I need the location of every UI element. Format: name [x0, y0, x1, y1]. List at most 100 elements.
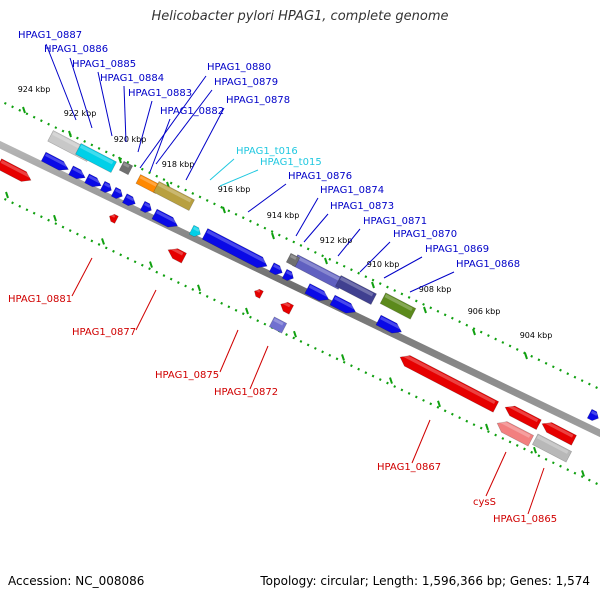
gene-features [0, 130, 599, 463]
leader-line [411, 419, 431, 464]
gene-label-forward: HPAG1_0871 [363, 216, 427, 227]
leader-line [219, 169, 259, 187]
leader-line [123, 85, 127, 143]
forward-gene-block [586, 408, 599, 421]
leader-line [383, 256, 423, 279]
gene-block [118, 160, 134, 176]
gene-label-forward: HPAG1_0876 [288, 171, 352, 182]
gene-label-reverse: HPAG1_0875 [155, 370, 219, 381]
gene-block [153, 181, 195, 211]
trna-block [75, 143, 117, 173]
reverse-gene-block [504, 403, 542, 431]
gene-label-forward: HPAG1_0880 [207, 62, 271, 73]
kbp-label: 922 kbp [64, 109, 97, 118]
gene-label-forward: HPAG1_0883 [128, 88, 192, 99]
reverse-gene-block [254, 288, 264, 299]
gene-label-forward: HPAG1_0887 [18, 30, 82, 41]
gene-label-reverse: HPAG1_0865 [493, 514, 557, 525]
ruler-tick [197, 284, 201, 292]
gene-label-forward: HPAG1_0879 [214, 77, 278, 88]
forward-gene-block [201, 228, 268, 269]
kbp-label: 904 kbp [520, 331, 553, 340]
kbp-label: 906 kbp [468, 307, 501, 316]
gene-labels: HPAG1_0887HPAG1_0886HPAG1_0885HPAG1_0884… [8, 30, 557, 525]
reverse-gene-block [280, 301, 295, 315]
leader-line [247, 183, 287, 213]
kbp-tick [524, 352, 528, 360]
leader-line [303, 213, 329, 243]
reverse-gene-block [109, 213, 119, 224]
reverse-gene-block [541, 420, 577, 446]
kbp-tick [371, 281, 375, 289]
ruler-tick [389, 377, 393, 384]
leader-line [149, 118, 171, 173]
leader-line [139, 75, 207, 169]
pseudogene-block [531, 433, 573, 463]
leader-line [155, 89, 213, 165]
genome-backbone [0, 140, 600, 438]
reverse-gene-block [496, 419, 535, 447]
forward-gene-block [110, 186, 123, 199]
ruler-tick [581, 470, 585, 477]
reverse-gene-block [399, 353, 500, 413]
leader-line [295, 197, 319, 237]
forward-gene-block [151, 208, 179, 228]
kbp-tick [22, 106, 26, 114]
gene-block [135, 174, 161, 194]
kbp-label: 916 kbp [218, 185, 251, 194]
leader-line [485, 451, 507, 497]
ruler-tick [293, 330, 297, 338]
kbp-tick [472, 328, 476, 336]
forward-gene-block [375, 314, 403, 334]
kbp-tick [324, 257, 328, 265]
gene-block [268, 316, 288, 334]
ruler-tick [485, 423, 489, 431]
gene-label-reverse: HPAG1_0877 [72, 327, 136, 338]
gene-block [379, 292, 417, 320]
forward-gene-block [40, 151, 69, 171]
reverse-gene-block [0, 158, 32, 182]
kbp-label: 912 kbp [320, 236, 353, 245]
forward-gene-block [329, 294, 357, 314]
leader-line [71, 257, 93, 297]
leader-line [135, 289, 157, 331]
forward-gene-block [304, 283, 330, 302]
reverse-gene-block [167, 246, 187, 264]
kbp-tick [68, 130, 72, 138]
leader-line [45, 43, 77, 121]
forward-gene-block [281, 268, 294, 281]
kbp-label: 924 kbp [18, 85, 51, 94]
kbp-tick [222, 206, 226, 214]
gene-block [291, 254, 345, 290]
gene-label-forward: HPAG1_0885 [72, 59, 136, 70]
backbone-line [0, 140, 600, 438]
gene-label-forward: HPAG1_0873 [330, 201, 394, 212]
gene-label-reverse: cysS [473, 497, 496, 508]
kbp-label: 910 kbp [367, 260, 400, 269]
kbp-label: 914 kbp [267, 211, 300, 220]
kbp-tick [271, 232, 275, 240]
forward-gene-block [99, 180, 112, 193]
trna-label: HPAG1_t016 [236, 146, 298, 157]
trna-label: HPAG1_t015 [260, 157, 322, 168]
leader-line [137, 100, 153, 153]
ruler-tick [101, 238, 105, 245]
genome-title: Helicobacter pylori HPAG1, complete geno… [151, 9, 449, 24]
gene-block [285, 252, 301, 268]
leader-line [409, 271, 455, 293]
label-leaders [45, 43, 545, 515]
gene-block [335, 275, 377, 305]
gene-label-forward: HPAG1_0869 [425, 244, 489, 255]
ruler-tick [245, 307, 249, 315]
kbp-label: 918 kbp [162, 160, 195, 169]
kbp-label: 920 kbp [114, 135, 147, 144]
leader-line [209, 158, 235, 181]
gene-label-forward: HPAG1_0884 [100, 73, 164, 84]
leader-line [249, 345, 269, 390]
gene-label-reverse: HPAG1_0881 [8, 294, 72, 305]
forward-gene-block [121, 193, 136, 207]
forward-gene-block [139, 200, 152, 213]
ruler-tick [533, 446, 537, 454]
ruler-tick [53, 214, 57, 222]
